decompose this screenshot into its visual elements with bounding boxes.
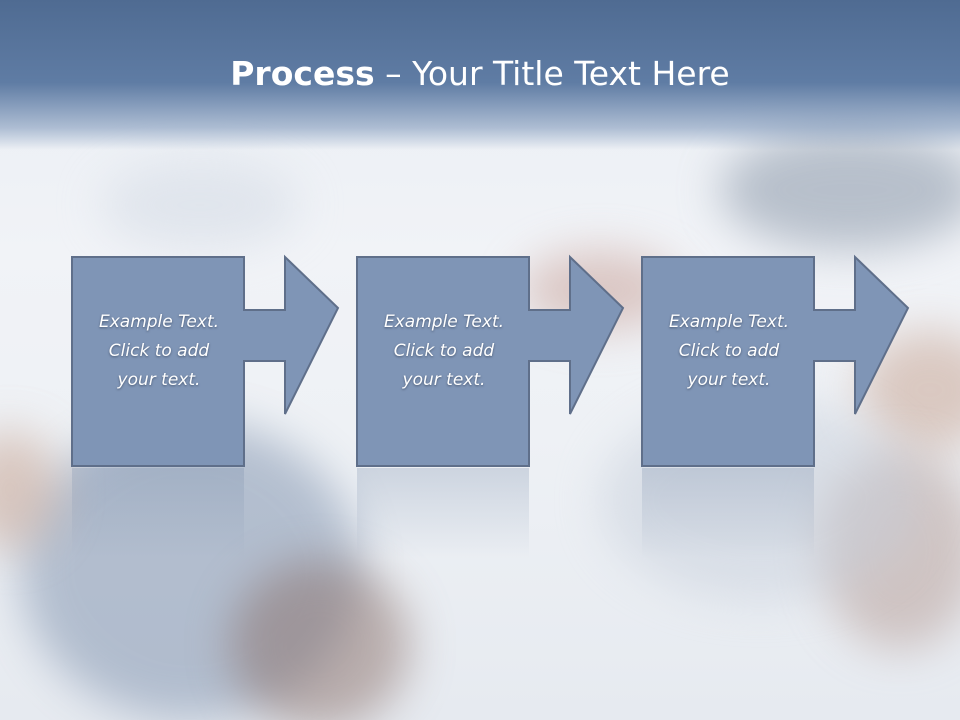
step-line: your text. — [687, 370, 771, 390]
step-line: your text. — [402, 370, 486, 390]
process-step-3[interactable]: Example Text. Click to add your text. — [641, 254, 911, 468]
step-line: Click to add — [108, 341, 210, 361]
header-band — [0, 0, 960, 150]
step-text: Example Text. Click to add your text. — [643, 308, 815, 395]
step-line: Example Text. — [98, 312, 220, 332]
step-text: Example Text. Click to add your text. — [73, 308, 245, 395]
step-line: Click to add — [678, 341, 780, 361]
process-step-1[interactable]: Example Text. Click to add your text. — [71, 254, 341, 468]
step-line: Example Text. — [383, 312, 505, 332]
step-arrow-shape — [71, 254, 340, 467]
step-arrow-shape — [356, 254, 625, 467]
step-line: Example Text. — [668, 312, 790, 332]
title-strong: Process — [230, 54, 375, 93]
step-arrow-shape — [641, 254, 910, 467]
step-text: Example Text. Click to add your text. — [358, 308, 530, 395]
step-line: your text. — [117, 370, 201, 390]
slide-title[interactable]: Process – Your Title Text Here — [0, 52, 960, 96]
process-step-2[interactable]: Example Text. Click to add your text. — [356, 254, 626, 468]
title-separator: – — [374, 54, 413, 93]
step-line: Click to add — [393, 341, 495, 361]
title-rest: Your Title Text Here — [412, 54, 730, 93]
